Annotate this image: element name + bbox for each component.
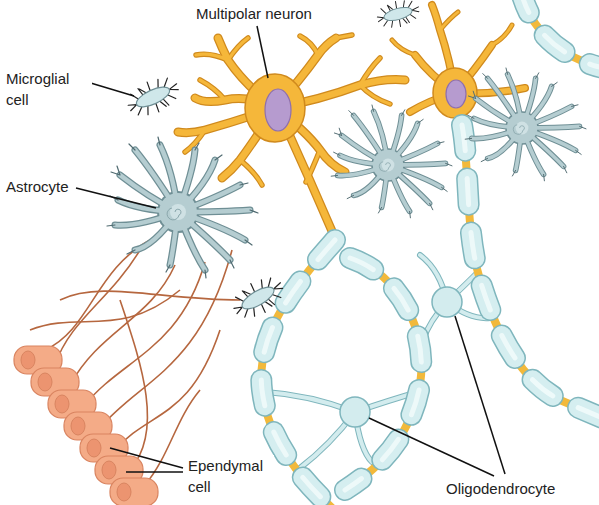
astrocytes: [107, 137, 258, 278]
multipolar-neuron: [392, 12, 512, 55]
ependymal-processes: [30, 290, 180, 330]
ependymal-cells: [14, 346, 158, 505]
leader-lines: [455, 316, 505, 474]
ependymal-processes: [85, 262, 205, 405]
microglial-cells: [375, 0, 423, 32]
myelinated-axons: [462, 125, 599, 422]
multipolar-neuron: [265, 89, 291, 131]
myelinated-axons: [345, 258, 421, 490]
oligodendrocyte-bodies: [432, 287, 462, 317]
myelinated-axons: [261, 0, 599, 505]
leader-lines: [76, 188, 156, 208]
myelinated-axons: [462, 125, 599, 422]
microglial-cells: [227, 271, 289, 325]
ependymal-processes: [60, 291, 240, 300]
multipolar-neuron: [245, 74, 305, 142]
astrocytes: [465, 68, 586, 181]
myelinated-axons: [462, 125, 599, 422]
leader-lines: [126, 471, 183, 473]
myelinated-axons: [520, 0, 599, 70]
multipolar-neuron: [392, 12, 512, 55]
ependymal-processes: [100, 250, 232, 428]
part-label: Microglial cell: [4, 68, 92, 110]
part-label: Multipolar neuron: [194, 3, 314, 24]
microglial-cells: [123, 71, 185, 122]
part-label: Astrocyte: [4, 176, 71, 197]
myelinated-axons: [261, 0, 599, 505]
myelinated-axons: [345, 258, 421, 490]
part-label: Oligodendrocyte: [444, 478, 557, 499]
myelinated-axons: [462, 125, 599, 422]
ependymal-processes: [115, 330, 220, 450]
myelinated-axons: [345, 258, 421, 490]
myelinated-axons: [345, 258, 421, 490]
myelinated-axons: [520, 0, 599, 70]
leader-lines: [369, 418, 494, 476]
astrocytes: [331, 105, 452, 218]
astrocytes: [107, 68, 586, 278]
multipolar-neuron: [446, 80, 466, 108]
ependymal-processes: [45, 240, 150, 350]
myelinated-axons: [261, 0, 599, 505]
microglial-cells: [123, 0, 423, 325]
ependymal-cells: [110, 478, 158, 505]
myelinated-axons: [520, 0, 599, 70]
oligodendrocyte-bodies: [340, 287, 462, 427]
multipolar-neuron: [392, 5, 525, 130]
leader-lines: [257, 26, 268, 78]
part-label: Ependymal cell: [186, 455, 274, 497]
leader-lines: [110, 448, 183, 468]
ependymal-processes: [70, 265, 175, 385]
multipolar-neuron: [410, 5, 525, 130]
multipolar-neuron: [433, 68, 477, 118]
myelinated-axons: [520, 0, 599, 70]
oligodendrocyte-bodies: [340, 397, 370, 427]
myelinated-axons: [261, 0, 599, 505]
multipolar-neuron: [410, 5, 525, 130]
myelinated-axons: [261, 0, 599, 505]
leader-lines: [76, 26, 505, 476]
